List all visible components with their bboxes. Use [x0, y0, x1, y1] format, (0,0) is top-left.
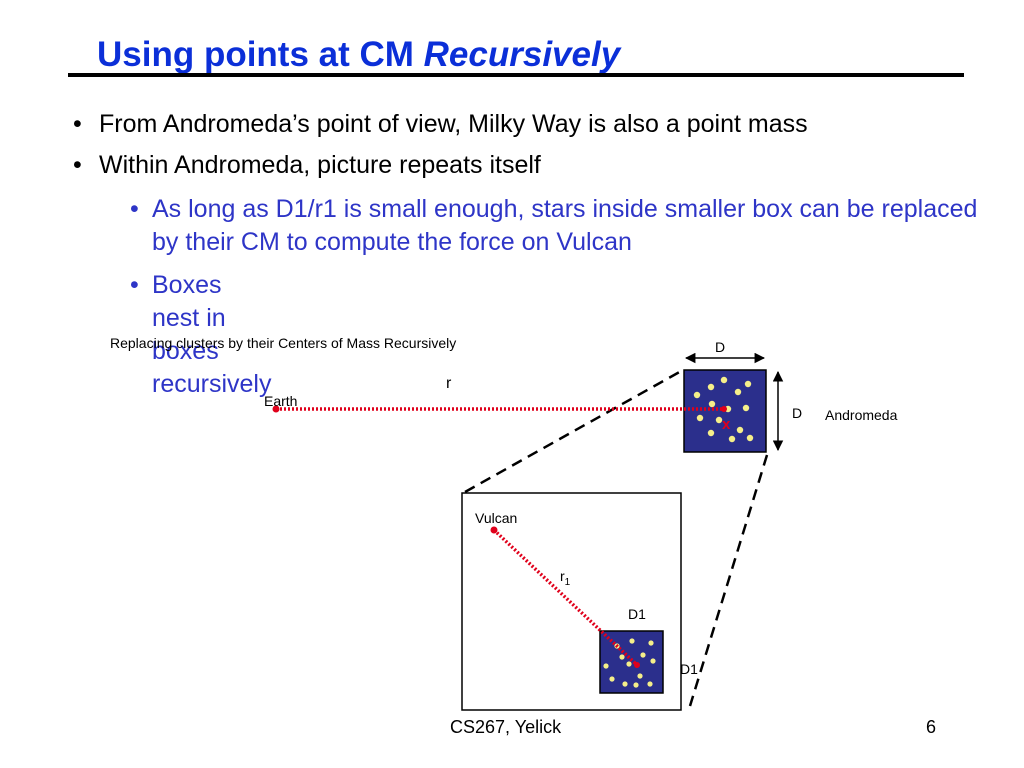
sub-bullet-text: Boxes nest in boxes recursively [152, 271, 272, 398]
r1-label: r1 [560, 568, 570, 591]
footer-course: CS267, Yelick [450, 717, 562, 737]
d1-cm-point [634, 662, 640, 668]
title-text: Using points at CM [97, 35, 424, 74]
vulcan-label: Vulcan [475, 510, 518, 526]
r1-base: r [560, 568, 565, 584]
sub-bullet-text: As long as D1/r1 is small enough, stars … [152, 195, 978, 256]
r1-subscript: 1 [564, 576, 571, 588]
bullet-text: Within Andromeda, picture repeats itself [99, 151, 541, 179]
earth-label: Earth [264, 393, 298, 409]
zoom-line-upper [464, 368, 684, 494]
d1-width-label: D1 [628, 606, 646, 622]
andromeda-cm-point [721, 406, 727, 412]
bullet-dot: • [130, 271, 139, 299]
d1-stars [603, 638, 656, 688]
andromeda-cm-mark: x [722, 416, 731, 433]
andromeda-label: Andromeda [825, 407, 898, 423]
vulcan-point [490, 526, 498, 534]
bullet-dot: • [130, 195, 139, 223]
d1-height-label: D1 [680, 661, 698, 677]
d-width-label: D [715, 339, 726, 355]
andromeda-stars [693, 376, 754, 443]
earth-point [272, 405, 280, 413]
bullet-dot: • [73, 151, 82, 179]
vulcan-d1-line [492, 528, 639, 667]
bullet-dot: • [73, 110, 82, 138]
zoom-line-lower [688, 454, 769, 707]
r-label: r [446, 375, 452, 392]
title-underline [68, 73, 964, 77]
diagram-caption: Replacing clusters by their Centers of M… [110, 335, 457, 351]
bullet-text: From Andromeda’s point of view, Milky Wa… [99, 110, 808, 138]
title-emphasis: Recursively [423, 35, 621, 74]
page-number: 6 [926, 717, 937, 737]
d-height-label: D [792, 405, 803, 421]
slide-title: Using points at CM Recursively [97, 33, 620, 77]
zoomed-region-box [461, 492, 682, 711]
